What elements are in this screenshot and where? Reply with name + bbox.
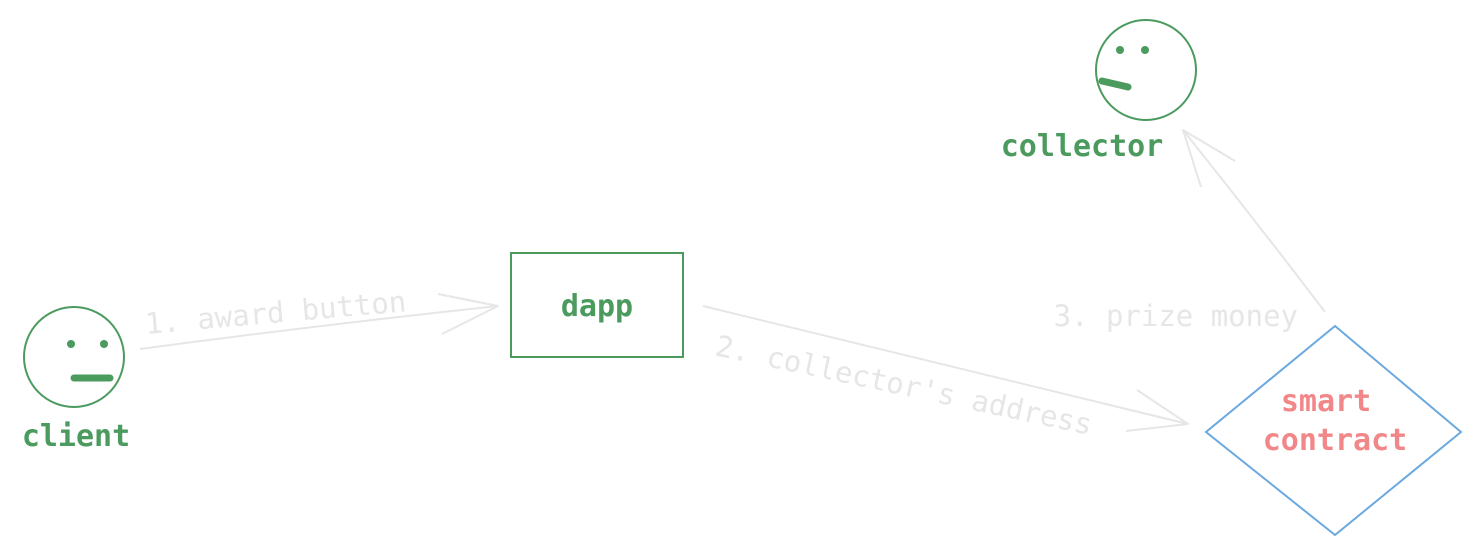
dapp-box (510, 252, 684, 358)
edge-prize-money-arrowhead (1182, 129, 1236, 188)
smart-contract-label-line1: smart (1281, 384, 1371, 419)
client-label: client (22, 419, 130, 454)
dapp-label: dapp (561, 289, 633, 324)
node-dapp: dapp (510, 252, 684, 358)
actor-collector: collector (1001, 19, 1197, 164)
edge-award-button-arrowhead (437, 293, 499, 335)
actor-client: client (22, 306, 130, 454)
client-face-icon (23, 306, 125, 408)
smart-contract-diamond (1204, 324, 1463, 537)
edge-collector-address-arrowhead (1125, 389, 1189, 432)
node-smart-contract: smart contract (1204, 324, 1463, 537)
edge-award-button: 1. award button (139, 284, 499, 350)
edge-prize-money: 3. prize money (1054, 129, 1326, 333)
edge-prize-money-label: 3. prize money (1054, 299, 1298, 333)
edge-collector-address-line (702, 305, 1189, 425)
edge-award-button-line (139, 305, 499, 350)
edge-prize-money-line (1182, 129, 1326, 313)
collector-label: collector (1001, 129, 1164, 164)
smart-contract-label-line2: contract (1263, 423, 1408, 458)
edge-collector-address-label: 2. collector's address (713, 329, 1096, 442)
collector-face-icon (1095, 19, 1197, 121)
